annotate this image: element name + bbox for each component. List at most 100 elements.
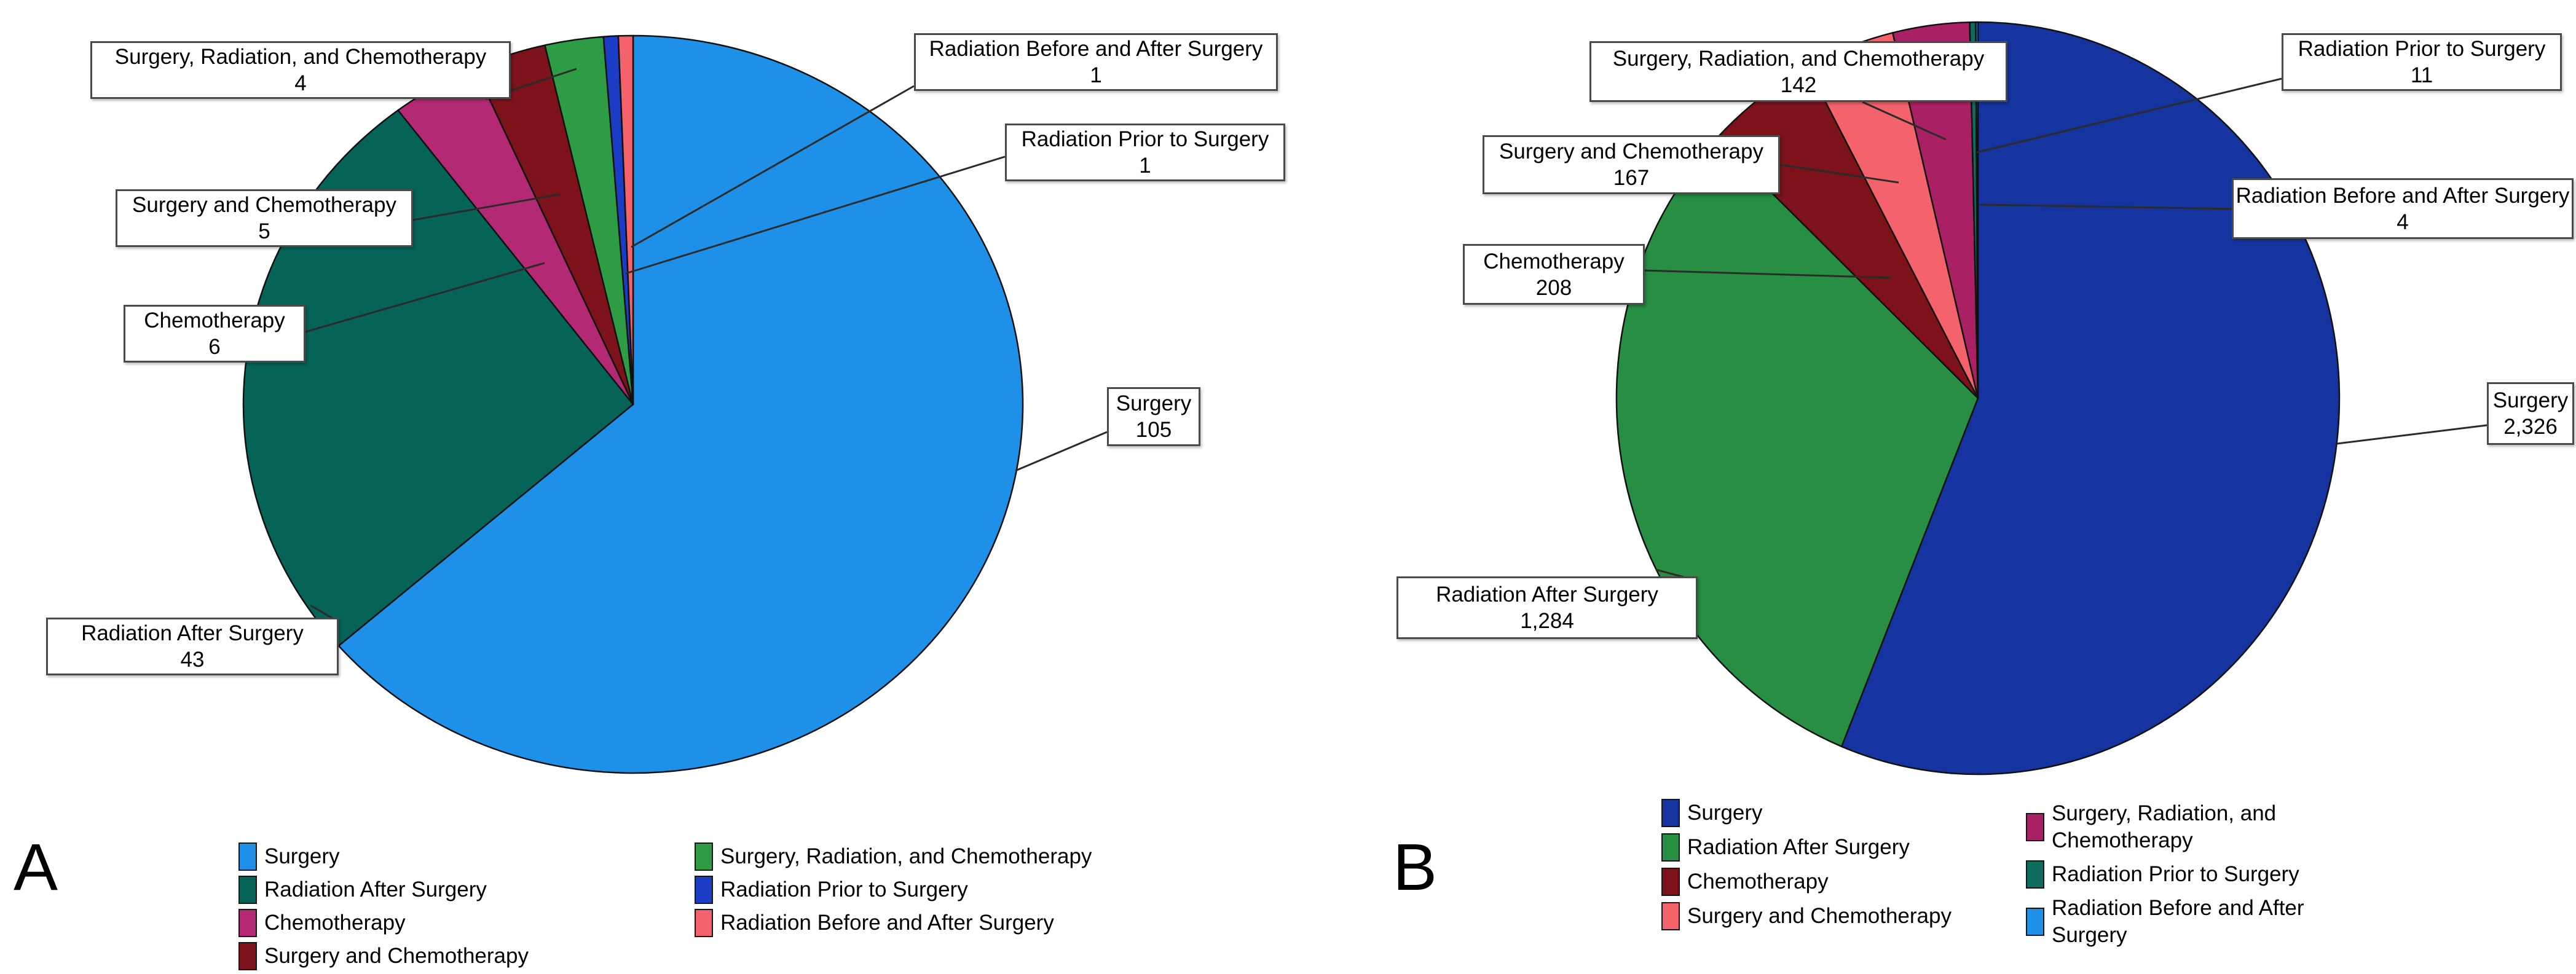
callout-category-label: Radiation After Surgery	[1436, 583, 1658, 607]
legend-color-swatch-icon	[238, 842, 257, 871]
panel-label-a: A	[14, 830, 58, 904]
callout-line-a-surgery-and-chemotherapy	[412, 193, 561, 221]
callout-value: 1,284	[1520, 609, 1574, 633]
legend-label: Radiation Prior to Surgery	[720, 878, 968, 901]
legend-color-swatch-icon	[695, 876, 713, 904]
callout-category-label: Surgery, Radiation, and Chemotherapy	[1612, 46, 1985, 71]
callout-a-surgery: Surgery 105	[1107, 387, 1200, 446]
legend-item-a-chemotherapy: Chemotherapy	[238, 909, 529, 937]
callout-line-b-surgery-and-chemotherapy	[1779, 163, 1899, 184]
legend-color-swatch-icon	[695, 909, 713, 937]
legend-item-b-surgery-and-chemotherapy: Surgery and Chemotherapy	[1661, 902, 1952, 930]
callout-b-surgery-and-chemotherapy: Surgery and Chemotherapy 167	[1483, 135, 1780, 194]
legend-label: Chemotherapy	[1687, 870, 1829, 893]
callout-category-label: Radiation Before and After Surgery	[929, 37, 1263, 61]
legend-item-a-radiation-after-surgery: Radiation After Surgery	[238, 876, 529, 904]
callout-category-label: Surgery and Chemotherapy	[1499, 139, 1763, 163]
callout-category-label: Surgery	[2492, 388, 2569, 412]
callout-value: 11	[2410, 63, 2433, 87]
callout-category-label: Chemotherapy	[144, 308, 285, 332]
legend-label: Radiation Prior to Surgery	[2052, 862, 2299, 886]
callout-a-radiation-prior-to-surgery: Radiation Prior to Surgery 1	[1005, 124, 1285, 181]
legend-label: Radiation After Surgery	[1687, 835, 1910, 859]
legend-item-b-radiation-after-surgery: Radiation After Surgery	[1661, 833, 1952, 862]
callout-value: 105	[1135, 418, 1172, 442]
legend-item-a-radiation-prior-to-surgery: Radiation Prior to Surgery	[695, 876, 1092, 904]
legend-item-b-radiation-prior-to-surgery: Radiation Prior to Surgery	[2026, 860, 2341, 889]
callout-a-chemotherapy: Chemotherapy 6	[124, 305, 305, 363]
legend-item-b-radiation-before-and-after-surgery: Radiation Before and After Surgery	[2026, 895, 2341, 949]
pie-slice-a-radiation-before-and-after-surgery	[617, 34, 634, 406]
legend-label: Surgery, Radiation, and Chemotherapy	[720, 844, 1092, 868]
legend-label: Radiation After Surgery	[264, 878, 487, 901]
callout-value: 2,326	[2503, 415, 2558, 439]
callout-line-b-surgery-radiation-and-chemotherapy	[1862, 101, 1947, 141]
panel-label-b: B	[1393, 830, 1438, 904]
legend-item-a-surgery: Surgery	[238, 842, 529, 871]
callout-line-a-chemotherapy	[305, 262, 545, 333]
callout-value: 6	[208, 335, 221, 359]
callout-b-surgery: Surgery 2,326	[2487, 382, 2574, 445]
callout-line-b-surgery	[2336, 424, 2487, 445]
legend-color-swatch-icon	[1661, 868, 1680, 896]
legend-color-swatch-icon	[238, 876, 257, 904]
callout-value: 167	[1613, 166, 1650, 190]
legend-label: Chemotherapy	[264, 911, 406, 935]
pie-slice-b-surgery	[1840, 21, 2341, 776]
callout-line-b-radiation-before-and-after-surgery	[1979, 203, 2232, 210]
legend-color-swatch-icon	[238, 942, 257, 970]
legend-color-swatch-icon	[1661, 833, 1680, 862]
callout-line-a-radiation-prior-to-surgery	[625, 155, 1006, 275]
callout-a-radiation-after-surgery: Radiation After Surgery 43	[46, 618, 339, 675]
legend-color-swatch-icon	[2026, 908, 2044, 936]
legend-color-swatch-icon	[1661, 799, 1680, 827]
callout-line-a-surgery	[1015, 431, 1108, 472]
callout-value: 142	[1780, 73, 1817, 97]
legend-item-a-radiation-before-and-after-surgery: Radiation Before and After Surgery	[695, 909, 1092, 937]
legend-color-swatch-icon	[1661, 902, 1680, 930]
callout-category-label: Radiation Before and After Surgery	[2235, 183, 2570, 208]
callout-value: 208	[1535, 275, 1572, 300]
callout-category-label: Chemotherapy	[1483, 249, 1625, 273]
callout-line-b-radiation-prior-to-surgery	[1976, 77, 2282, 154]
callout-value: 1	[1090, 63, 1102, 87]
legend-item-a-surgery-and-chemotherapy: Surgery and Chemotherapy	[238, 942, 529, 970]
callout-value: 43	[180, 648, 205, 672]
callout-category-label: Radiation Prior to Surgery	[1021, 127, 1269, 151]
legend-item-b-chemotherapy: Chemotherapy	[1661, 868, 1952, 896]
callout-value: 4	[294, 71, 307, 95]
legend-label: Surgery	[1687, 801, 1763, 825]
legend-color-swatch-icon	[695, 842, 713, 871]
callout-line-b-chemotherapy	[1642, 269, 1892, 279]
legend-item-b-surgery: Surgery	[1661, 799, 1952, 827]
callout-category-label: Radiation After Surgery	[81, 621, 304, 645]
legend-item-b-surgery-radiation-and-chemotherapy: Surgery, Radiation, and Chemotherapy	[2026, 800, 2341, 854]
callout-line-a-radiation-before-and-after-surgery	[631, 85, 915, 248]
legend-color-swatch-icon	[2026, 813, 2044, 841]
legend-label: Surgery, Radiation, and Chemotherapy	[2052, 801, 2277, 852]
callout-category-label: Surgery	[1116, 391, 1192, 415]
legend-label: Surgery	[264, 844, 340, 868]
pie-slice-a-surgery	[337, 34, 1024, 774]
callout-value: 5	[258, 219, 270, 243]
legend-label: Radiation Before and After Surgery	[720, 911, 1054, 935]
legend-label: Radiation Before and After Surgery	[2052, 896, 2304, 947]
callout-category-label: Surgery and Chemotherapy	[132, 193, 396, 217]
callout-value: 1	[1139, 154, 1151, 178]
legend-color-swatch-icon	[238, 909, 257, 937]
callout-category-label: Radiation Prior to Surgery	[2298, 37, 2546, 61]
callout-category-label: Surgery, Radiation, and Chemotherapy	[114, 45, 487, 69]
